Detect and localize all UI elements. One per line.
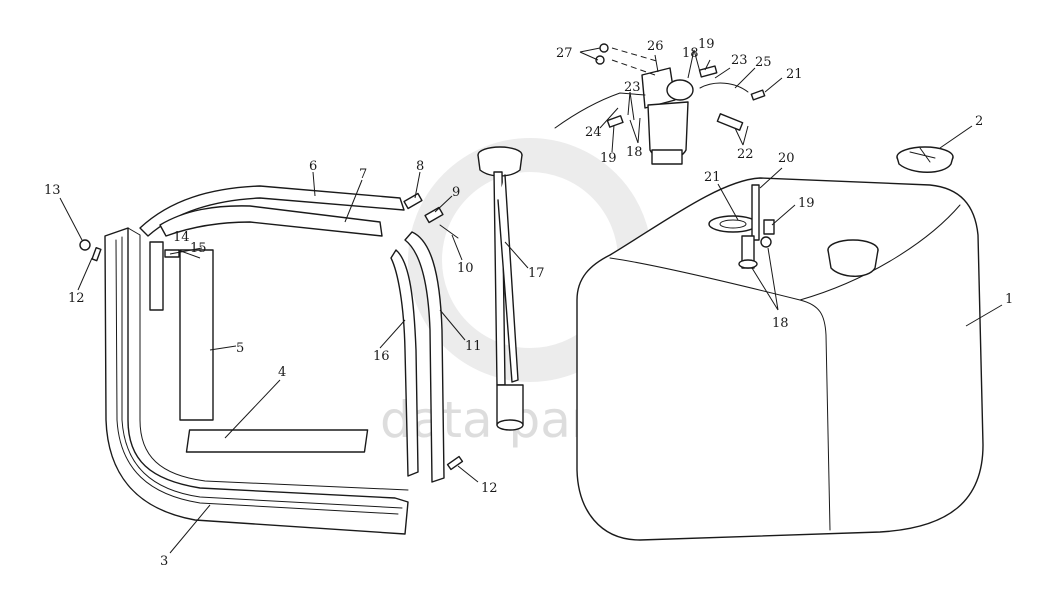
callout-18-top: 18 (682, 46, 699, 61)
callout-21-top: 21 (786, 67, 803, 82)
plate-14 (149, 241, 164, 311)
callout-22: 22 (737, 147, 754, 162)
callout-5: 5 (236, 341, 244, 356)
callout-labels: 1 2 3 4 5 6 7 8 9 10 11 12 12 13 14 15 1… (44, 37, 1013, 569)
mounting-bracket (104, 227, 409, 535)
vertical-strap (404, 231, 445, 483)
callout-27: 27 (556, 46, 573, 61)
callout-19-tank: 19 (798, 196, 815, 211)
callout-1: 1 (1005, 292, 1013, 307)
leader-lines (59, 47, 1003, 554)
callout-7: 7 (359, 167, 367, 182)
callout-23-left: 23 (624, 80, 641, 95)
vertical-liner (390, 249, 419, 477)
callout-16: 16 (373, 349, 390, 364)
callout-20: 20 (778, 151, 795, 166)
callout-23-top: 23 (731, 53, 748, 68)
callout-8: 8 (416, 159, 424, 174)
callout-9: 9 (452, 185, 460, 200)
callout-3: 3 (160, 554, 168, 569)
tank-fittings (738, 184, 775, 269)
bolt-9 (424, 206, 444, 224)
callout-17: 17 (528, 266, 545, 281)
callout-6: 6 (309, 159, 317, 174)
callout-2: 2 (975, 114, 983, 129)
callout-14: 14 (173, 230, 190, 245)
callout-10: 10 (457, 261, 474, 276)
callout-4: 4 (278, 365, 286, 380)
fuel-tank (576, 177, 984, 541)
callout-21-tank: 21 (704, 170, 721, 185)
bolt-8 (403, 192, 423, 210)
callout-12-upper: 12 (68, 291, 85, 306)
bottom-pad (185, 429, 369, 453)
upper-liner (159, 205, 383, 237)
callout-25: 25 (755, 55, 772, 70)
fuel-filter-assembly (554, 43, 766, 165)
callout-18-left: 18 (626, 145, 643, 160)
side-pad (179, 249, 214, 421)
callout-12-lower: 12 (481, 481, 498, 496)
callout-13: 13 (44, 183, 61, 198)
callout-19-top: 19 (698, 37, 715, 52)
callout-11: 11 (465, 339, 482, 354)
bolt-12-upper (91, 246, 102, 262)
fuel-sender (477, 146, 524, 431)
filler-cap (896, 146, 954, 173)
callout-18-tank: 18 (772, 316, 789, 331)
callout-19-left: 19 (600, 151, 617, 166)
callout-15: 15 (190, 241, 207, 256)
callout-24: 24 (585, 125, 602, 140)
stud-10 (439, 224, 459, 239)
bolt-12-lower (446, 455, 464, 471)
nut-13 (79, 239, 91, 251)
callout-26: 26 (647, 39, 664, 54)
